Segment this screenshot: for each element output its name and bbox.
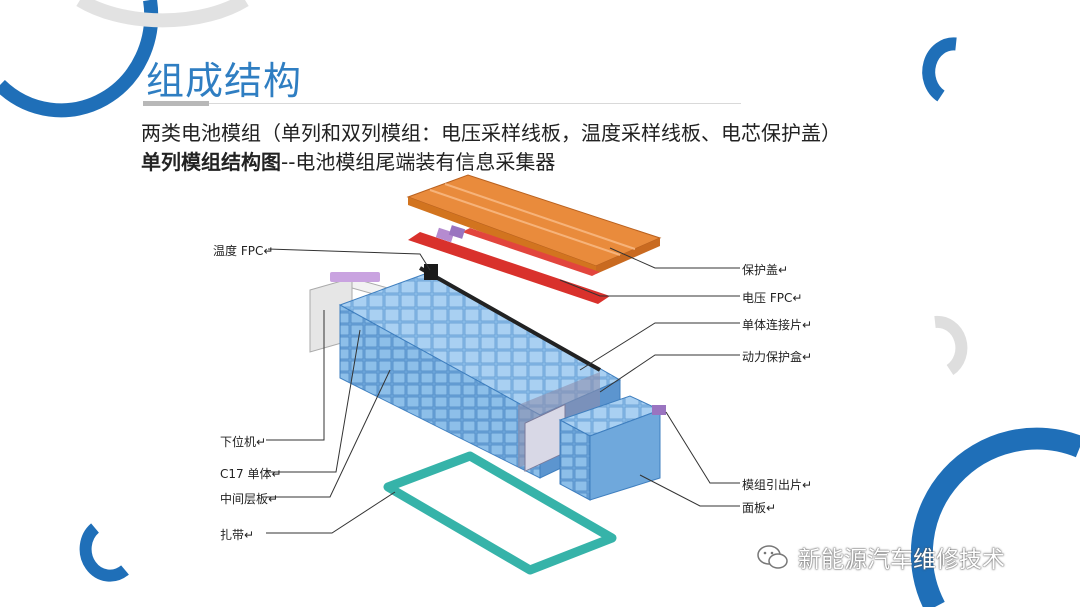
watermark: 新能源汽车维修技术 xyxy=(756,540,1005,574)
label-protective-cover: 保护盖↵ xyxy=(742,263,789,277)
decor-arc-top-left xyxy=(0,0,159,118)
protective-cover xyxy=(406,174,662,274)
strap xyxy=(383,451,617,575)
wechat-icon xyxy=(757,545,788,569)
temperature-fpc-connector xyxy=(424,264,438,280)
title-divider xyxy=(143,103,741,104)
title-accent-bar xyxy=(143,101,209,106)
label-c17-cell: C17 单体↵ xyxy=(220,467,282,481)
decor-arc-bottom-left xyxy=(79,523,129,582)
subtitle-line-1: 两类电池模组（单列和双列模组：电压采样线板，温度采样线板、电芯保护盖） xyxy=(141,121,841,145)
decor-arc-top-right xyxy=(922,37,957,102)
subtitle-line-2: 单列模组结构图--电池模组尾端装有信息采集器 xyxy=(141,146,555,175)
power-protection-box xyxy=(558,395,666,501)
label-middle-plate: 中间层板↵ xyxy=(220,492,279,506)
label-voltage-fpc: 电压 FPC↵ xyxy=(742,291,803,305)
watermark-text: 新能源汽车维修技术 xyxy=(798,547,1005,573)
label-panel: 面板↵ xyxy=(742,501,777,515)
decor-arc-top-left-grey xyxy=(76,0,249,28)
label-strap: 扎带↵ xyxy=(220,528,255,542)
label-temp-fpc: 温度 FPC↵ xyxy=(213,244,274,258)
label-lower-unit: 下位机↵ xyxy=(220,435,267,449)
temperature-fpc xyxy=(419,266,601,372)
decor-arc-bottom-right xyxy=(910,427,1080,607)
page-title: 组成结构 xyxy=(146,59,303,103)
subtitle-rest: --电池模组尾端装有信息采集器 xyxy=(281,150,556,174)
subtitle-bold: 单列模组结构图 xyxy=(141,150,281,174)
label-power-protection-box: 动力保护盒↵ xyxy=(742,350,813,364)
leader-lines xyxy=(266,247,740,534)
label-module-lead-out: 模组引出片↵ xyxy=(742,478,813,492)
label-cell-connector: 单体连接片↵ xyxy=(742,318,813,332)
decor-arc-right-grey xyxy=(934,315,968,375)
voltage-fpc xyxy=(408,225,610,304)
